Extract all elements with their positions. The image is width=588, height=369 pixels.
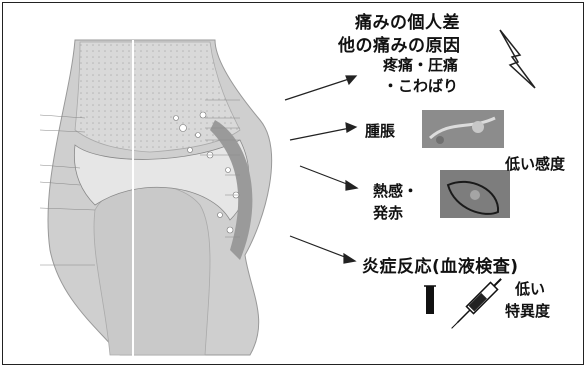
arrows [285,76,357,263]
label-low: 低い [515,278,545,299]
redness-photo [440,170,510,218]
label-pain-tenderness: 疼痛・圧痛 [383,54,458,75]
swelling-photo [422,110,504,148]
test-tube-icon [424,286,436,314]
syringe-icon [448,275,505,332]
label-specificity: 特異度 [505,300,550,321]
label-swelling: 腫脹 [365,120,395,141]
label-heat: 熱感・ [373,180,418,201]
label-redness: 発赤 [373,202,403,223]
lower-bone [94,185,210,355]
label-other-pain-causes: 他の痛みの原因 [338,31,461,56]
lightning-bolt-icon [500,30,535,88]
label-low-sensitivity: 低い感度 [505,153,565,174]
label-stiffness: ・こわばり [383,75,458,96]
label-pain-individual: 痛みの個人差 [355,8,460,33]
label-inflammation-test: 炎症反応(血液検査) [362,252,519,277]
